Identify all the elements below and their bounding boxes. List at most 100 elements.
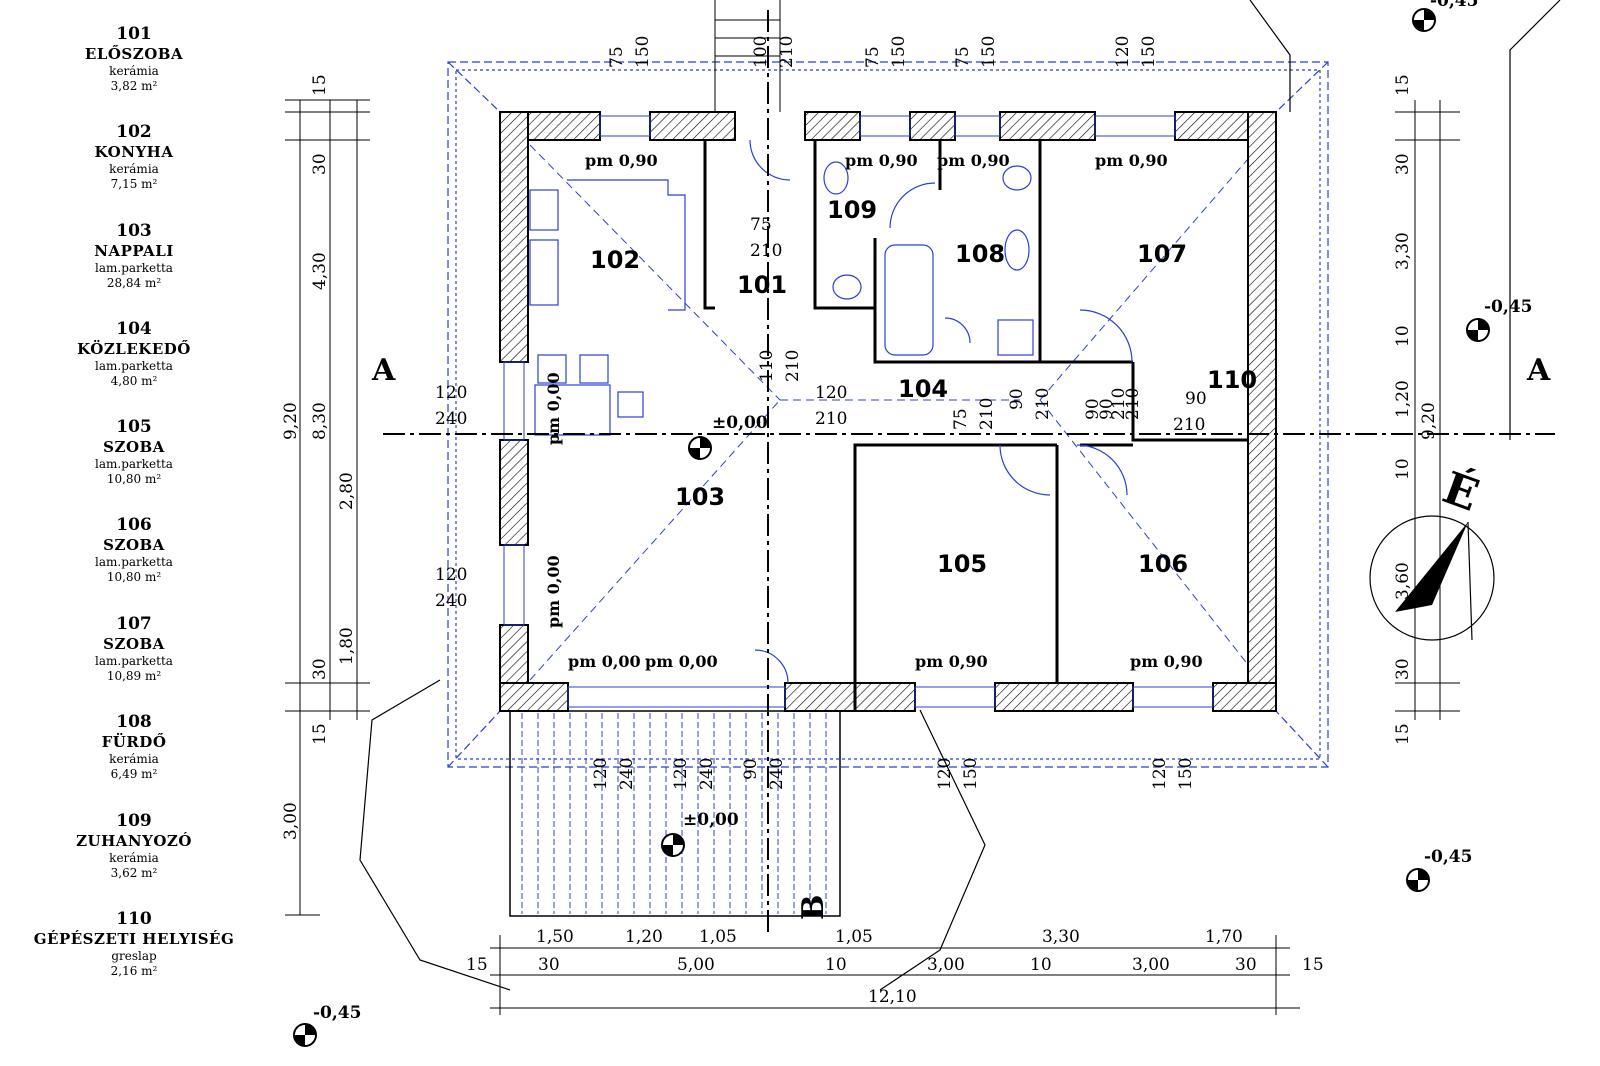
opening-width: 120 [435,565,467,585]
dimension-label: 3,60 [1393,562,1413,600]
dimension-label: 30 [1235,955,1257,975]
opening-width: 120 [671,758,691,790]
dimension-label: 15 [1302,955,1324,975]
level-marker-icon [688,436,712,460]
room-label-101: 101 [737,271,787,299]
dimension-label: 4,30 [310,252,330,290]
dimensions-right: 15 30 3,30 10 1,20 9,20 10 3,60 30 15 [1393,74,1439,745]
legend-entry: 103 NAPPALI lam.parketta 28,84 m² [0,221,268,290]
dimension-label: 30 [538,955,560,975]
dimension-label: 15 [310,723,330,745]
dimension-label: 3,00 [281,802,301,840]
legend-room-area: 10,89 m² [106,669,162,683]
opening-height: 240 [435,591,467,611]
parapet-labels: pm 0,90 pm 0,90 pm 0,90 pm 0,90 pm 0,00 … [544,151,1203,671]
dimensions-left: 9,20 3,00 4,30 8,30 15 30 2,80 1,80 30 1… [281,74,357,840]
room-label-103: 103 [675,483,725,511]
dimension-label: 1,80 [337,627,357,665]
door-height: 210 [1173,415,1205,435]
legend-room-area: 3,62 m² [110,866,158,880]
room-label-102: 102 [590,246,640,274]
opening-width: 75 [863,46,883,68]
interior-walls [703,140,1248,710]
legend-room-name: FÜRDŐ [101,733,167,751]
legend-room-material: kerámia [109,752,159,766]
section-marker-a: A [1526,353,1551,388]
dimension-label: 30 [1393,658,1413,680]
legend-room-material: kerámia [109,162,159,176]
room-label-107: 107 [1137,240,1187,268]
level-label: ±0,00 [683,810,739,830]
legend-entry: 109 ZUHANYOZÓ kerámia 3,62 m² [0,811,268,880]
room-label-108: 108 [955,240,1005,268]
door-width: 90 [1097,398,1117,420]
door-width: 110 [757,350,777,382]
legend-room-area: 10,80 m² [106,570,162,584]
opening-height: 150 [633,36,653,68]
parapet-label: pm 0,90 [1095,151,1168,170]
legend-room-material: greslap [111,949,157,963]
legend-room-number: 105 [116,417,152,437]
legend-room-material: kerámia [109,851,159,865]
opening-height: 150 [1139,36,1159,68]
door-width: 75 [750,215,772,235]
legend-room-name: GÉPÉSZETI HELYISÉG [33,930,235,948]
legend-room-number: 102 [116,122,152,142]
windows [503,115,1214,708]
level-labels: ±0,00 ±0,00 -0,45 -0,45 -0,45 -0,45 [313,0,1532,1023]
parapet-label: pm 0,00 [544,555,563,628]
opening-height: 150 [961,758,981,790]
parapet-label: pm 0,00 [544,372,563,445]
legend-room-area: 4,80 m² [110,374,158,388]
dimension-label: 15 [466,955,488,975]
dimension-label: 1,05 [835,927,873,947]
legend-room-name: KONYHA [94,143,174,161]
door-width: 120 [815,383,847,403]
legend-room-name: SZOBA [103,635,165,653]
opening-width: 75 [953,46,973,68]
roof-stair [714,0,781,112]
room-label-105: 105 [937,550,987,578]
section-lines [383,10,1555,935]
dimension-label: 2,80 [337,472,357,510]
dimension-label-total: 12,10 [868,987,917,1007]
dimension-label: 1,50 [536,927,574,947]
legend-entry: 107 SZOBA lam.parketta 10,89 m² [0,614,268,683]
parapet-label: pm 0,90 [915,652,988,671]
dimension-label: 9,20 [281,402,301,440]
legend-room-area: 7,15 m² [110,177,158,191]
legend-room-material: lam.parketta [95,359,173,373]
opening-width: 120 [435,383,467,403]
legend-room-area: 28,84 m² [106,276,162,290]
room-labels: 102 101 109 108 107 104 110 103 105 106 [590,196,1257,578]
legend-room-material: kerámia [109,64,159,78]
door-dimensions: 75 210 110 210 120 210 75 210 90 210 90 … [750,215,1207,435]
door-height: 210 [977,398,997,430]
dimension-label: 30 [1393,153,1413,175]
parapet-label: pm 0,00 [568,652,641,671]
legend-room-number: 109 [116,811,152,831]
legend-room-number: 103 [116,221,152,241]
door-height: 210 [815,409,847,429]
legend-room-number: 101 [116,24,152,44]
opening-height: 150 [889,36,909,68]
legend-entry: 108 FÜRDŐ kerámia 6,49 m² [0,712,268,781]
roof-outline [447,61,1329,768]
dimension-label: 10 [1393,325,1413,347]
room-label-106: 106 [1138,550,1188,578]
legend-entry: 106 SZOBA lam.parketta 10,80 m² [0,515,268,584]
dimension-lines [285,99,1460,1015]
door-width: 90 [1185,389,1207,409]
legend-room-number: 104 [116,319,152,339]
dimension-label: 3,30 [1393,232,1413,270]
level-marker-icon [1466,318,1490,342]
external-walls [499,111,1277,712]
dimension-label: 3,00 [927,955,965,975]
legend-room-material: lam.parketta [95,555,173,569]
parapet-label: pm 0,90 [845,151,918,170]
dimension-label: 10 [1030,955,1052,975]
opening-height: 240 [435,409,467,429]
section-marker-b: B [796,895,831,920]
dimension-label: 5,00 [677,955,715,975]
